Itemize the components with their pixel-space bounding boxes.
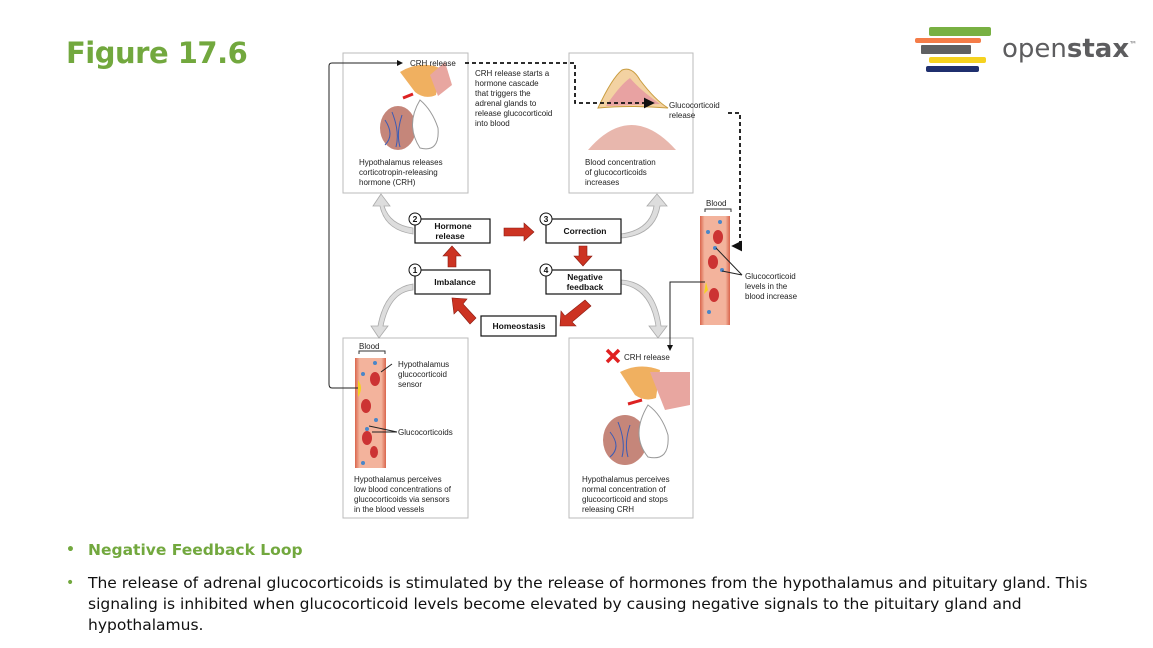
slide-title: Figure 17.6 — [66, 36, 248, 70]
step-number: 3 — [544, 214, 549, 224]
glucocorticoid-levels-label: Glucocorticoid levels in the blood incre… — [745, 272, 798, 301]
step-label: feedback — [567, 282, 604, 292]
glucocorticoid-release-label: Glucocorticoid release — [669, 101, 720, 120]
svg-text:Hypothalamus releases: Hypothalamus releases — [359, 158, 443, 167]
step-negative-feedback: 4 Negative feedback — [539, 263, 622, 295]
openstax-wordmark: openstax™ — [1002, 34, 1138, 64]
svg-text:Hypothalamus: Hypothalamus — [398, 360, 449, 369]
svg-text:glucocorticoid and stops: glucocorticoid and stops — [582, 495, 668, 504]
bullet-body-text: The release of adrenal glucocorticoids i… — [88, 574, 1088, 634]
pituitary-illustration-icon — [603, 366, 690, 465]
glucocorticoid-pointer-lines — [715, 247, 743, 276]
blood-label-right: Blood — [706, 199, 726, 208]
svg-text:low blood concentrations of: low blood concentrations of — [354, 485, 452, 494]
panel-br-caption: Hypothalamus perceives normal concentrat… — [582, 475, 670, 514]
pituitary-illustration-icon — [380, 62, 452, 150]
blood-label-left: Blood — [359, 342, 379, 351]
svg-text:release glucocorticoid: release glucocorticoid — [475, 109, 552, 118]
svg-text:releasing CRH: releasing CRH — [582, 505, 634, 514]
step-label: Negative — [567, 272, 603, 282]
svg-text:levels in the: levels in the — [745, 282, 788, 291]
svg-text:glucocorticoid: glucocorticoid — [398, 370, 447, 379]
bullet-heading-text: Negative Feedback Loop — [88, 541, 303, 559]
step-hormone-release: 2 Hormone release — [408, 212, 491, 244]
red-arrow-imbalance-to-release — [442, 245, 462, 268]
svg-text:Glucocorticoid: Glucocorticoid — [745, 272, 796, 281]
panel-tl-caption: Hypothalamus releases corticotropin-rele… — [359, 158, 443, 187]
openstax-logo-icon — [915, 27, 991, 72]
sensor-label: Hypothalamus glucocorticoid sensor — [398, 360, 449, 389]
step-number: 4 — [544, 265, 549, 275]
svg-text:into blood: into blood — [475, 119, 510, 128]
svg-text:normal concentration of: normal concentration of — [582, 485, 666, 494]
sensor-pointer-lines — [368, 363, 398, 433]
crh-cascade-dashed-arrow — [465, 62, 655, 109]
svg-text:Hypothalamus perceives: Hypothalamus perceives — [354, 475, 442, 484]
svg-text:sensor: sensor — [398, 380, 422, 389]
svg-text:Hypothalamus perceives: Hypothalamus perceives — [582, 475, 670, 484]
glucocorticoids-label: Glucocorticoids — [398, 428, 453, 437]
svg-text:hormone cascade: hormone cascade — [475, 79, 539, 88]
curved-arrow-to-panel-tr — [620, 193, 668, 239]
homeostasis-box: Homeostasis — [480, 315, 557, 337]
gc-release-dashed-arrow — [728, 112, 742, 252]
step-label: Correction — [564, 226, 607, 236]
svg-text:that triggers the: that triggers the — [475, 89, 531, 98]
svg-text:adrenal glands to: adrenal glands to — [475, 99, 537, 108]
blood-to-crh-line — [667, 281, 705, 351]
red-arrow-feedback-to-homeostasis — [559, 299, 592, 327]
sensor-to-crh-line — [328, 60, 403, 389]
bullet-body: • The release of adrenal glucocorticoids … — [66, 573, 1126, 636]
svg-text:Glucocorticoid: Glucocorticoid — [669, 101, 720, 110]
cascade-note: CRH release starts a hormone cascade tha… — [475, 69, 552, 128]
svg-text:release: release — [669, 111, 696, 120]
step-label: Hormone — [434, 221, 472, 231]
step-label: Imbalance — [434, 277, 476, 287]
svg-text:blood increase: blood increase — [745, 292, 798, 301]
svg-text:Blood concentration: Blood concentration — [585, 158, 656, 167]
panel-tr-caption: Blood concentration of glucocorticoids i… — [585, 158, 656, 187]
red-arrow-correction-to-feedback — [573, 245, 593, 267]
bullet-icon: • — [66, 542, 75, 558]
svg-text:increases: increases — [585, 178, 619, 187]
svg-text:in the blood vessels: in the blood vessels — [354, 505, 424, 514]
stop-x-icon — [605, 348, 621, 364]
crh-release-stopped-label: CRH release — [624, 353, 670, 362]
red-arrow-release-to-correction — [503, 222, 535, 242]
step-imbalance: 1 Imbalance — [408, 263, 491, 295]
curved-arrow-to-panel-br — [620, 279, 668, 339]
step-number: 2 — [413, 214, 418, 224]
bullet-list: • Negative Feedback Loop • The release of … — [66, 540, 1126, 648]
blood-vessel-left-icon — [355, 350, 386, 468]
step-label: release — [435, 231, 465, 241]
step-correction: 3 Correction — [539, 212, 622, 244]
homeostasis-label: Homeostasis — [493, 321, 546, 331]
step-number: 1 — [413, 265, 418, 275]
svg-text:glucocorticoids via sensors: glucocorticoids via sensors — [354, 495, 450, 504]
panel-bl-caption: Hypothalamus perceives low blood concent… — [354, 475, 452, 514]
svg-text:corticotropin-releasing: corticotropin-releasing — [359, 168, 438, 177]
bullet-heading: • Negative Feedback Loop — [66, 540, 1126, 561]
svg-text:of glucocorticoids: of glucocorticoids — [585, 168, 647, 177]
curved-arrow-to-panel-bl — [370, 283, 414, 339]
blood-vessel-right-icon — [700, 208, 732, 325]
red-arrow-homeostasis-to-imbalance — [451, 297, 477, 325]
svg-text:hormone (CRH): hormone (CRH) — [359, 178, 416, 187]
svg-text:CRH release starts a: CRH release starts a — [475, 69, 550, 78]
bullet-icon: • — [66, 575, 75, 591]
crh-release-label: CRH release — [410, 59, 456, 68]
curved-arrow-to-panel-tl — [372, 193, 414, 235]
